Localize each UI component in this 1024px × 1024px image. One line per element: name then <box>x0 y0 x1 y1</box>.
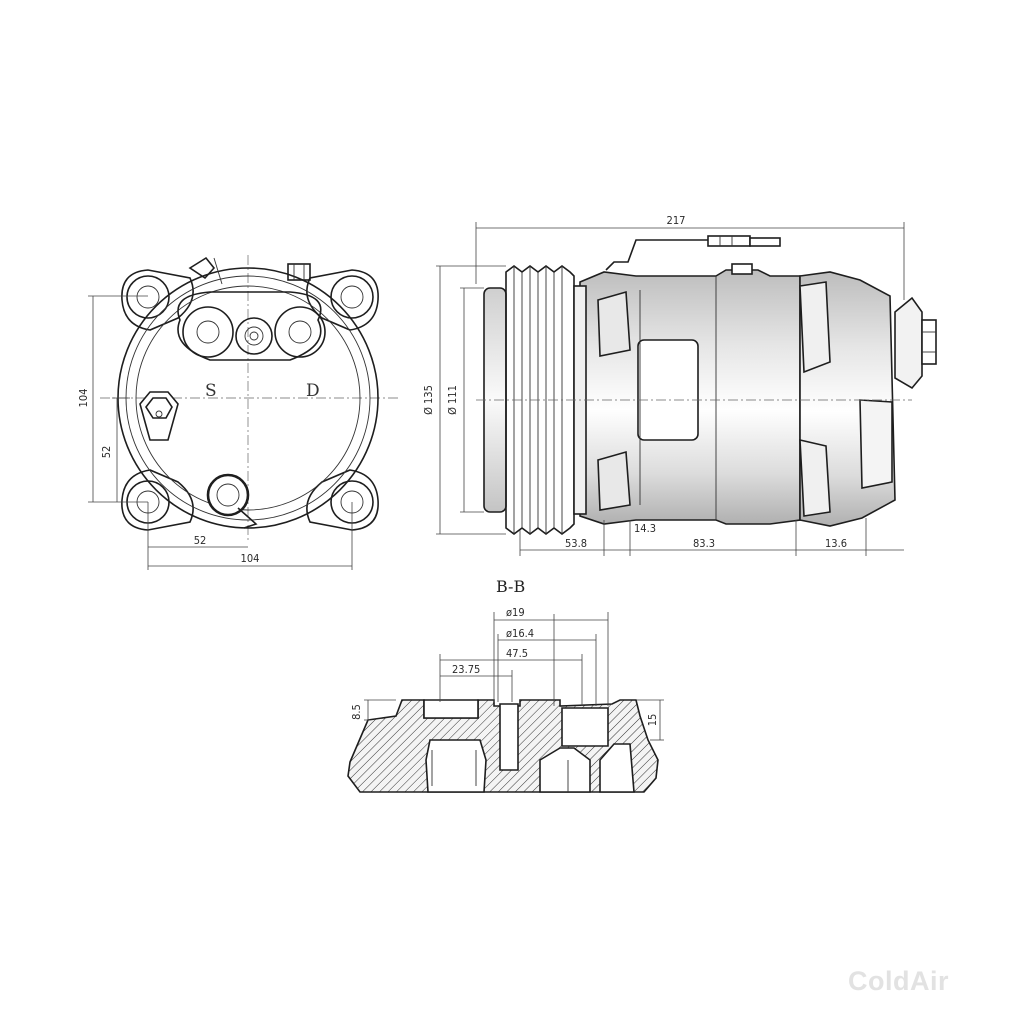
body-diameter-label: Ø 111 <box>446 385 459 415</box>
service-ports <box>182 306 326 358</box>
flange-label: 14.3 <box>634 522 656 535</box>
clutch-wire <box>605 239 708 271</box>
section-dimensions <box>364 612 664 741</box>
front-height-label: 104 <box>77 389 90 408</box>
discharge-port-label: D <box>306 381 320 401</box>
pulley-offset-label: 53.8 <box>565 537 587 550</box>
pulley-diameter-label: Ø 135 <box>422 385 435 415</box>
front-width-label: 104 <box>241 552 260 565</box>
hex-plug <box>139 391 179 441</box>
right-height-label: 15 <box>646 714 659 727</box>
bottom-fitting <box>206 473 258 529</box>
front-half-height-label: 52 <box>100 446 113 459</box>
suction-port-label: S <box>205 381 217 401</box>
mounting-ears <box>121 269 379 531</box>
overall-length-label: 217 <box>667 214 686 227</box>
watermark-logo: ColdAir <box>848 966 949 996</box>
port-spacing-label: 47.5 <box>506 647 528 660</box>
rear-label: 13.6 <box>825 537 847 550</box>
body-length-label: 83.3 <box>693 537 715 550</box>
front-half-width-label: 52 <box>194 534 207 547</box>
front-view: S D 104 <box>77 255 400 570</box>
section-view: B-B <box>347 577 664 793</box>
left-height-label: 8.5 <box>350 704 363 720</box>
side-view: 217 Ø 135 Ø 111 53.8 14.3 83.3 13.6 <box>422 214 937 556</box>
bore-outer-label: ø19 <box>506 606 525 619</box>
side-dimensions <box>436 222 905 556</box>
section-title: B-B <box>496 577 525 596</box>
front-dimensions <box>88 295 353 570</box>
port-offset-label: 23.75 <box>452 663 480 676</box>
bore-inner-label: ø16.4 <box>506 627 534 640</box>
